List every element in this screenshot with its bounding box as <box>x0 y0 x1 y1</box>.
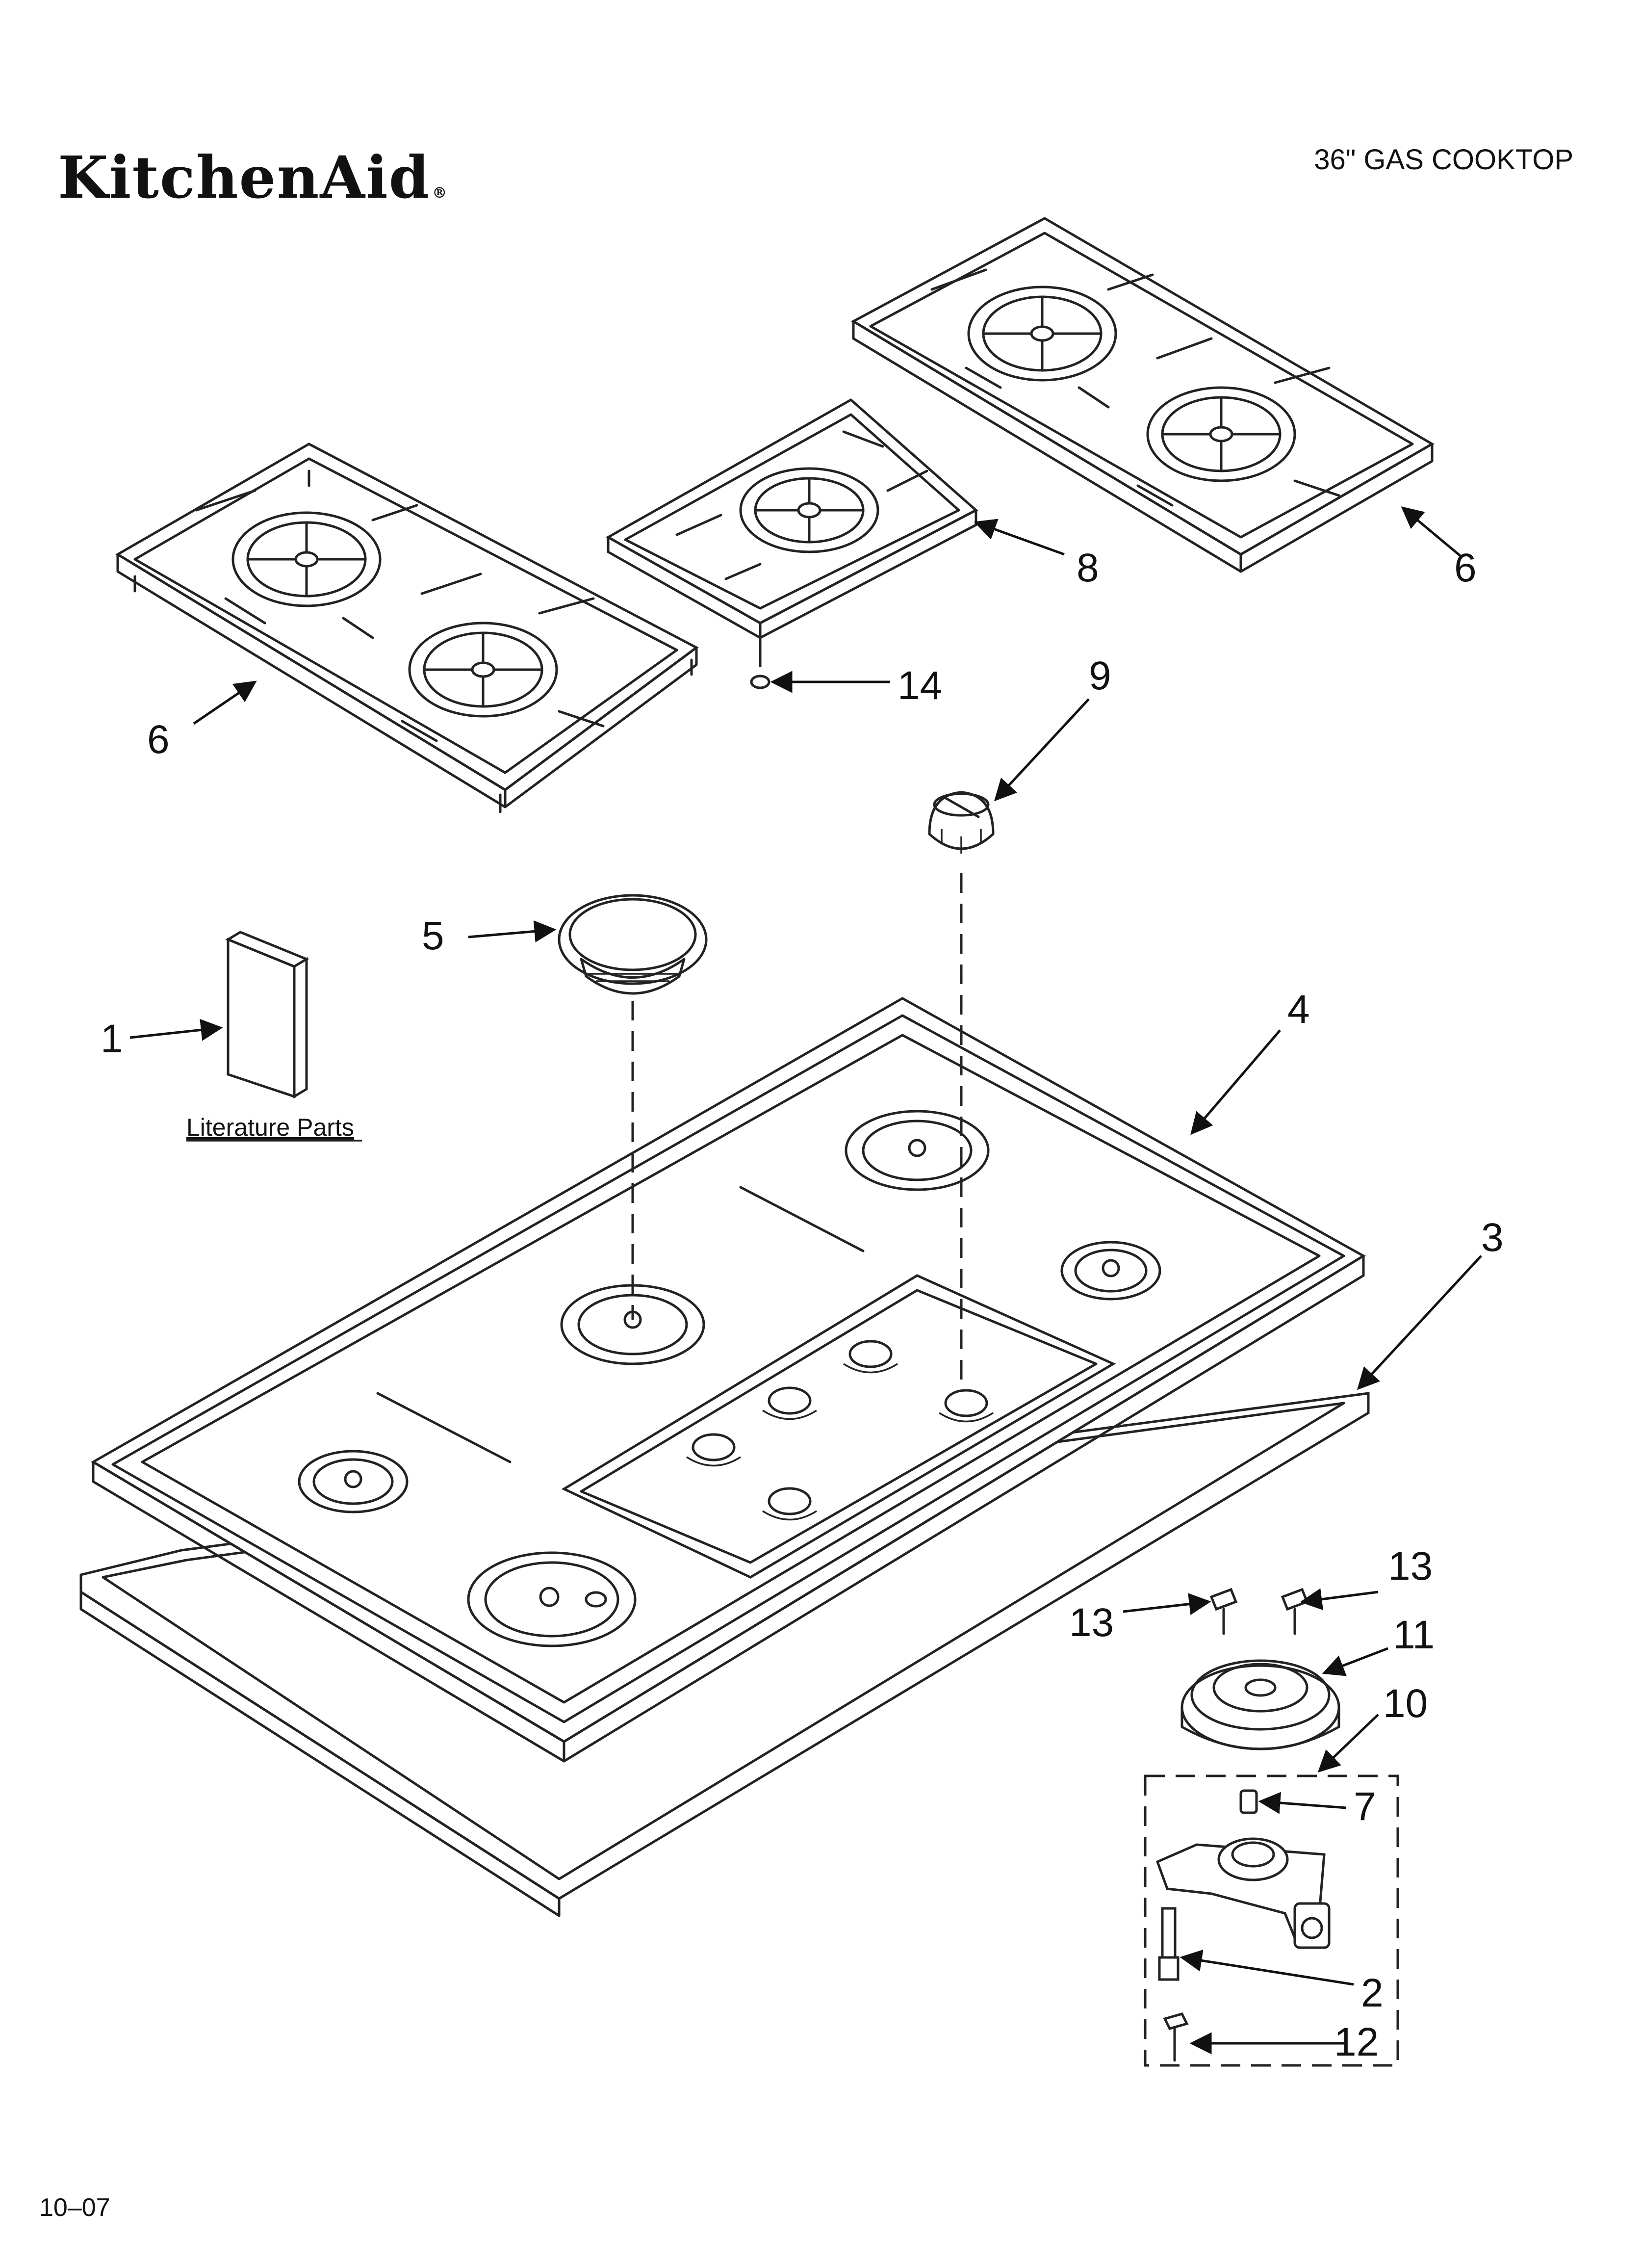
burner-assembly-group-box <box>1144 1774 1399 2067</box>
grate-foot-part <box>750 675 770 689</box>
cooktop-top-assembly <box>91 997 1366 1763</box>
burner-cap-part <box>558 894 708 995</box>
brand-registered-mark: ® <box>432 184 448 202</box>
screw-left <box>1209 1588 1238 1635</box>
burner-valve-part <box>1155 1837 1331 1949</box>
callout-12: 12 <box>1334 2020 1379 2064</box>
burner-base-part <box>1180 1659 1340 1750</box>
callout-3: 3 <box>1481 1215 1504 1260</box>
callout-6-right: 6 <box>1454 546 1477 590</box>
document-title: 36" GAS COOKTOP <box>1314 144 1573 176</box>
callout-14: 14 <box>898 663 942 708</box>
literature-parts-label: Literature Parts <box>186 1114 354 1141</box>
callout-10: 10 <box>1383 1681 1428 1726</box>
right-double-grate <box>850 217 1435 573</box>
callout-6-left: 6 <box>147 717 170 762</box>
callout-1: 1 <box>101 1017 123 1061</box>
screw-right <box>1281 1588 1309 1635</box>
footer-code: 10–07 <box>39 2193 110 2222</box>
callout-5: 5 <box>422 913 444 958</box>
callout-13-right: 13 <box>1388 1544 1433 1589</box>
callout-4: 4 <box>1287 987 1310 1032</box>
callout-8: 8 <box>1077 546 1099 590</box>
callout-11: 11 <box>1393 1613 1435 1657</box>
callout-9: 9 <box>1089 653 1111 698</box>
orifice-part <box>1239 1789 1258 1814</box>
callout-13-left: 13 <box>1069 1600 1114 1645</box>
literature-booklet <box>225 931 309 1099</box>
kitchenaid-logo: KitchenAid® <box>58 143 448 211</box>
callout-2: 2 <box>1361 1971 1384 2015</box>
mounting-screw-part <box>1163 2012 1189 2062</box>
callout-arrows <box>129 506 1482 2055</box>
control-knob-part <box>928 791 995 854</box>
callout-7: 7 <box>1354 1784 1376 1829</box>
cooktop-gasket <box>79 1392 1370 1917</box>
brand-name: KitchenAid <box>58 143 431 211</box>
left-double-grate <box>115 443 699 813</box>
center-single-grate <box>605 398 978 654</box>
spark-electrode-part <box>1158 1907 1180 1981</box>
